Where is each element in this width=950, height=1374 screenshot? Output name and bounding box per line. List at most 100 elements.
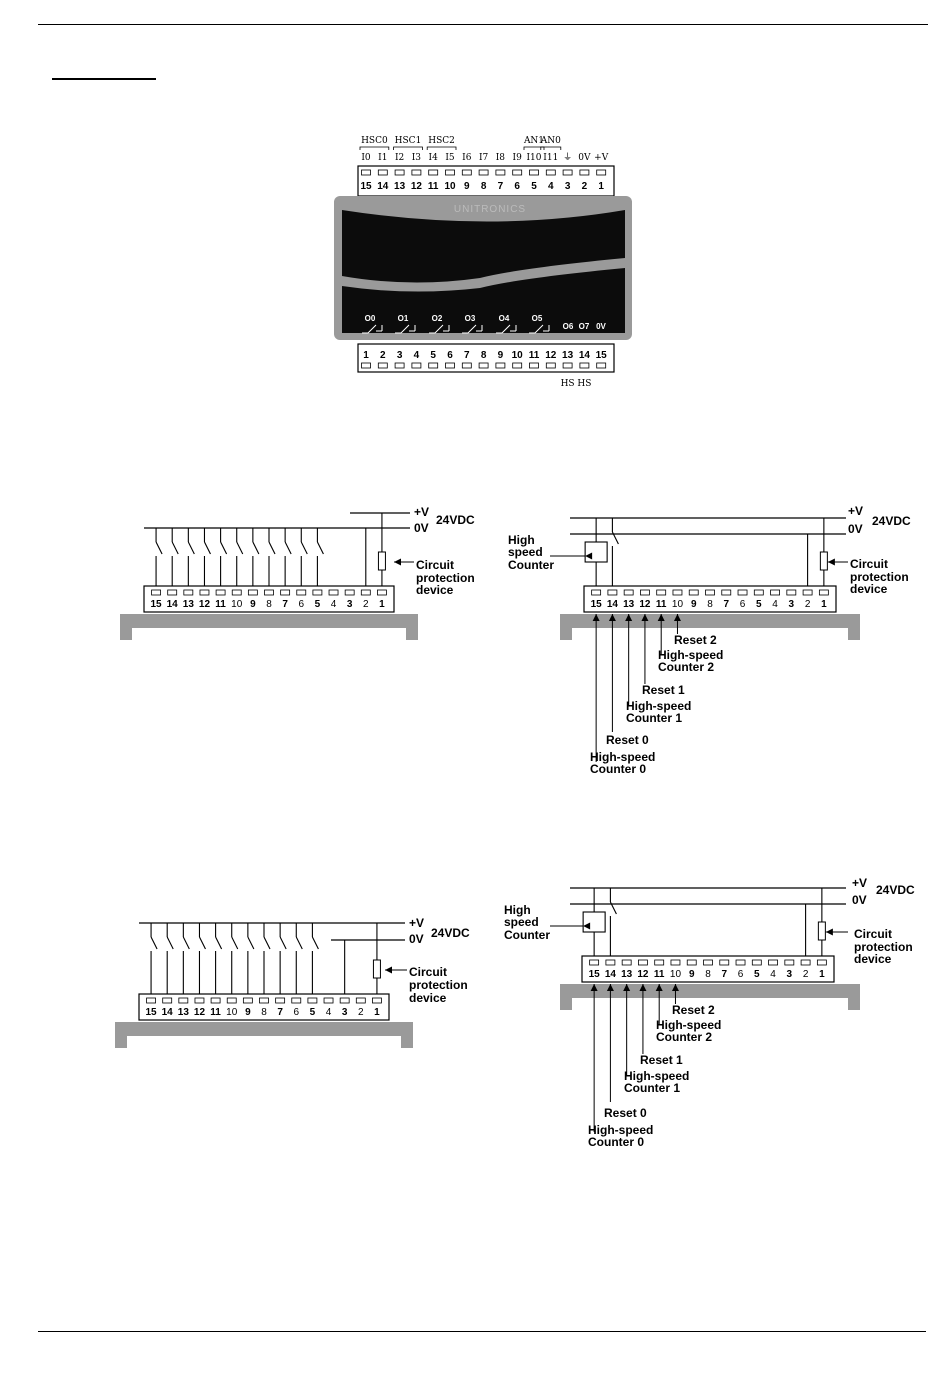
output-label: O5 bbox=[532, 314, 543, 323]
terminal-number: 14 bbox=[167, 599, 179, 610]
fuse-icon bbox=[377, 551, 386, 571]
arrow-up-icon bbox=[641, 614, 649, 621]
terminal-screw bbox=[411, 169, 422, 176]
footer-rule bbox=[38, 1331, 926, 1332]
terminal-screw bbox=[751, 959, 762, 966]
switch-contact bbox=[198, 936, 206, 950]
terminal-number: 15 bbox=[596, 350, 608, 361]
output-label: O3 bbox=[465, 314, 476, 323]
terminal-screw bbox=[275, 997, 286, 1004]
terminal-screw bbox=[589, 959, 600, 966]
top-signal-label: I2 bbox=[395, 153, 404, 163]
top-group-label: AN0 bbox=[540, 136, 561, 146]
svg-text:Circuit: Circuit bbox=[854, 927, 892, 941]
svg-text:High-speed: High-speed bbox=[624, 1069, 689, 1083]
terminal-screw bbox=[478, 169, 489, 176]
terminal-number: 6 bbox=[514, 181, 520, 192]
top-group-label: HSC1 bbox=[395, 136, 422, 146]
terminal-screw bbox=[703, 959, 713, 966]
terminal-screw bbox=[199, 589, 210, 596]
switch-contact bbox=[284, 541, 292, 555]
switch-contact bbox=[279, 936, 287, 950]
terminal-screw bbox=[638, 959, 648, 966]
svg-text:speed: speed bbox=[508, 545, 543, 559]
svg-text:Circuit: Circuit bbox=[416, 558, 454, 572]
terminal-number: 10 bbox=[512, 350, 524, 361]
switch-contact bbox=[236, 541, 244, 555]
terminal-screw bbox=[151, 589, 161, 596]
top-signal-label: I0 bbox=[361, 153, 371, 163]
terminal-screw bbox=[296, 589, 307, 596]
terminal-screw bbox=[264, 589, 274, 596]
relay-contact-icon bbox=[462, 324, 483, 334]
svg-text:speed: speed bbox=[504, 915, 539, 929]
svg-text:protection: protection bbox=[850, 570, 909, 584]
top-signal-label: I9 bbox=[513, 153, 523, 163]
terminal-number: 6 bbox=[293, 1007, 299, 1018]
terminal-number: 11 bbox=[428, 181, 439, 192]
terminal-number: 6 bbox=[738, 969, 744, 980]
svg-text:24VDC: 24VDC bbox=[436, 513, 475, 527]
terminal-screw bbox=[735, 959, 746, 966]
terminal-screw bbox=[377, 362, 388, 369]
terminal-screw bbox=[445, 169, 455, 176]
terminal-number: 11 bbox=[215, 599, 226, 610]
terminal-screw bbox=[705, 589, 715, 596]
terminal-screw bbox=[461, 169, 472, 176]
terminal-number: 10 bbox=[672, 599, 684, 610]
terminal-screw bbox=[623, 589, 634, 596]
switch-contact bbox=[155, 541, 163, 555]
terminal-number: 15 bbox=[591, 599, 603, 610]
terminal-screw bbox=[162, 997, 173, 1004]
terminal-number: 3 bbox=[347, 599, 353, 610]
arrow-icon bbox=[585, 552, 593, 560]
terminal-number: 10 bbox=[670, 969, 682, 980]
top-signal-label: I5 bbox=[445, 153, 455, 163]
terminal-screw bbox=[591, 589, 602, 596]
switch-contact bbox=[203, 541, 211, 555]
svg-text:High: High bbox=[508, 533, 535, 547]
top-signal-label: 0V bbox=[578, 153, 591, 163]
output-label: O7 bbox=[579, 322, 590, 331]
terminal-number: 2 bbox=[380, 350, 386, 361]
terminal-screw bbox=[579, 362, 590, 369]
terminal-screw bbox=[291, 997, 302, 1004]
relay-contact-icon bbox=[529, 324, 550, 334]
terminal-screw bbox=[307, 997, 318, 1004]
terminal-number: 8 bbox=[266, 599, 272, 610]
terminal-screw bbox=[529, 362, 539, 369]
arrow-icon bbox=[385, 966, 392, 974]
terminal-number: 3 bbox=[397, 350, 403, 361]
top-signal-label: I4 bbox=[429, 153, 439, 163]
switch-contact bbox=[215, 936, 223, 950]
arrow-up-icon bbox=[639, 984, 647, 991]
svg-text:device: device bbox=[416, 583, 454, 597]
terminal-number: 3 bbox=[342, 1007, 348, 1018]
switch-contact bbox=[316, 541, 324, 555]
terminal-number: 12 bbox=[639, 599, 651, 610]
terminal-screw bbox=[215, 589, 226, 596]
terminal-screw bbox=[686, 959, 697, 966]
terminal-number: 6 bbox=[447, 350, 453, 361]
terminal-screw bbox=[579, 169, 590, 176]
terminal-number: 1 bbox=[821, 599, 827, 610]
terminal-screw bbox=[242, 997, 253, 1004]
terminal-screw bbox=[802, 589, 813, 596]
top-signal-label: ⏚ bbox=[563, 152, 572, 163]
arrow-up-icon bbox=[606, 984, 614, 991]
terminal-number: 5 bbox=[310, 1007, 316, 1018]
top-signal-label: I11 bbox=[543, 153, 558, 163]
terminal-screw bbox=[721, 589, 732, 596]
terminal-screw bbox=[784, 959, 795, 966]
terminal-screw bbox=[688, 589, 699, 596]
top-signal-label: +V bbox=[594, 153, 609, 163]
terminal-number: 9 bbox=[245, 1007, 251, 1018]
svg-text:Counter 2: Counter 2 bbox=[658, 660, 714, 674]
terminal-screw bbox=[226, 997, 237, 1004]
terminal-number: 1 bbox=[374, 1007, 380, 1018]
terminal-screw bbox=[478, 362, 489, 369]
counter-device-box bbox=[582, 911, 606, 933]
svg-text:Counter 0: Counter 0 bbox=[590, 762, 646, 776]
terminal-screw bbox=[323, 997, 334, 1004]
